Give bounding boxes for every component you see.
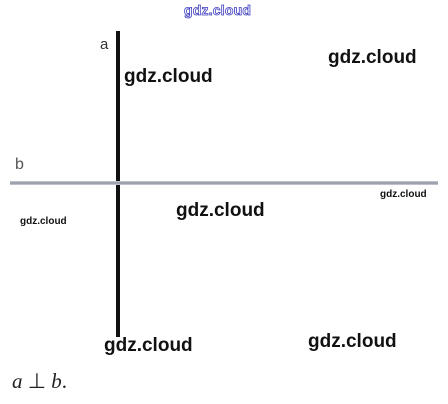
caption-period: . <box>61 369 68 393</box>
perpendicular-symbol: ⊥ <box>27 369 47 393</box>
watermark: gdz.cloud <box>176 200 265 221</box>
line-b-label: b <box>15 156 24 173</box>
watermark: gdz.cloud <box>308 331 397 352</box>
caption-line-b: b <box>51 369 62 393</box>
watermark: gdz.cloud <box>328 47 417 68</box>
line-a-label: a <box>100 36 109 53</box>
watermark: gdz.cloud <box>104 335 193 356</box>
watermark: gdz.cloud <box>380 189 427 200</box>
watermark: gdz.cloud <box>124 66 213 87</box>
perpendicular-statement: a ⊥ b. <box>12 369 67 394</box>
line-b <box>10 181 438 185</box>
watermark: gdz.cloud <box>20 216 67 227</box>
caption-line-a: a <box>12 369 23 393</box>
watermark-top: gdz.cloud <box>184 2 252 19</box>
